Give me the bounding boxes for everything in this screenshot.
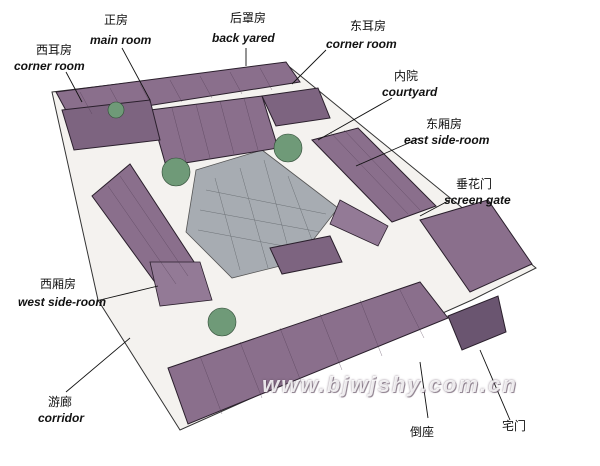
west-corner-room-en-label: corner room [14, 59, 85, 73]
corridor-roof-west [149, 261, 213, 307]
east-outer-roof [419, 199, 533, 293]
gate-zh-label: 宅门 [502, 419, 527, 433]
west-side-room-en-label: west side-room [18, 295, 107, 309]
back-yard-en-label: back yared [212, 31, 275, 45]
east-side-room-zh-label: 东厢房 [426, 117, 463, 131]
gate-structure [447, 295, 507, 351]
courtyard-trees [107, 101, 303, 337]
leader-lines [65, 47, 511, 421]
roof-tile-lines [79, 67, 425, 415]
courtyard-en-label: courtyard [382, 85, 438, 99]
screen-gate-roof [269, 235, 343, 275]
east-corner-room-zh-label: 东耳房 [350, 19, 387, 33]
main-room-zh-label: 正房 [104, 13, 129, 27]
main-room-en-label: main room [90, 33, 152, 47]
paving-stones [197, 159, 327, 271]
opposite-house-roof [167, 281, 449, 425]
screen-gate-en-label: screen gate [444, 193, 511, 207]
east-side-room-en-label: east side-room [404, 133, 490, 147]
screen-gate-zh-label: 垂花门 [456, 177, 493, 191]
east-corner-roof [261, 87, 331, 127]
west-corner-room-zh-label: 西耳房 [36, 43, 73, 57]
east-side-room-roof [311, 127, 437, 223]
opposite-house-zh-label: 倒座 [410, 425, 435, 439]
corridor-en-label: corridor [38, 411, 85, 425]
east-corner-room-en-label: corner room [326, 37, 397, 51]
corridor-zh-label: 游廊 [48, 395, 73, 409]
watermark: www.bjwjshy.com.cn [262, 372, 518, 397]
courtyard-zh-label: 内院 [394, 69, 419, 83]
back-yard-zh-label: 后罩房 [230, 11, 267, 25]
corridor-roof-east [329, 199, 389, 247]
west-side-room-zh-label: 西厢房 [40, 277, 77, 291]
